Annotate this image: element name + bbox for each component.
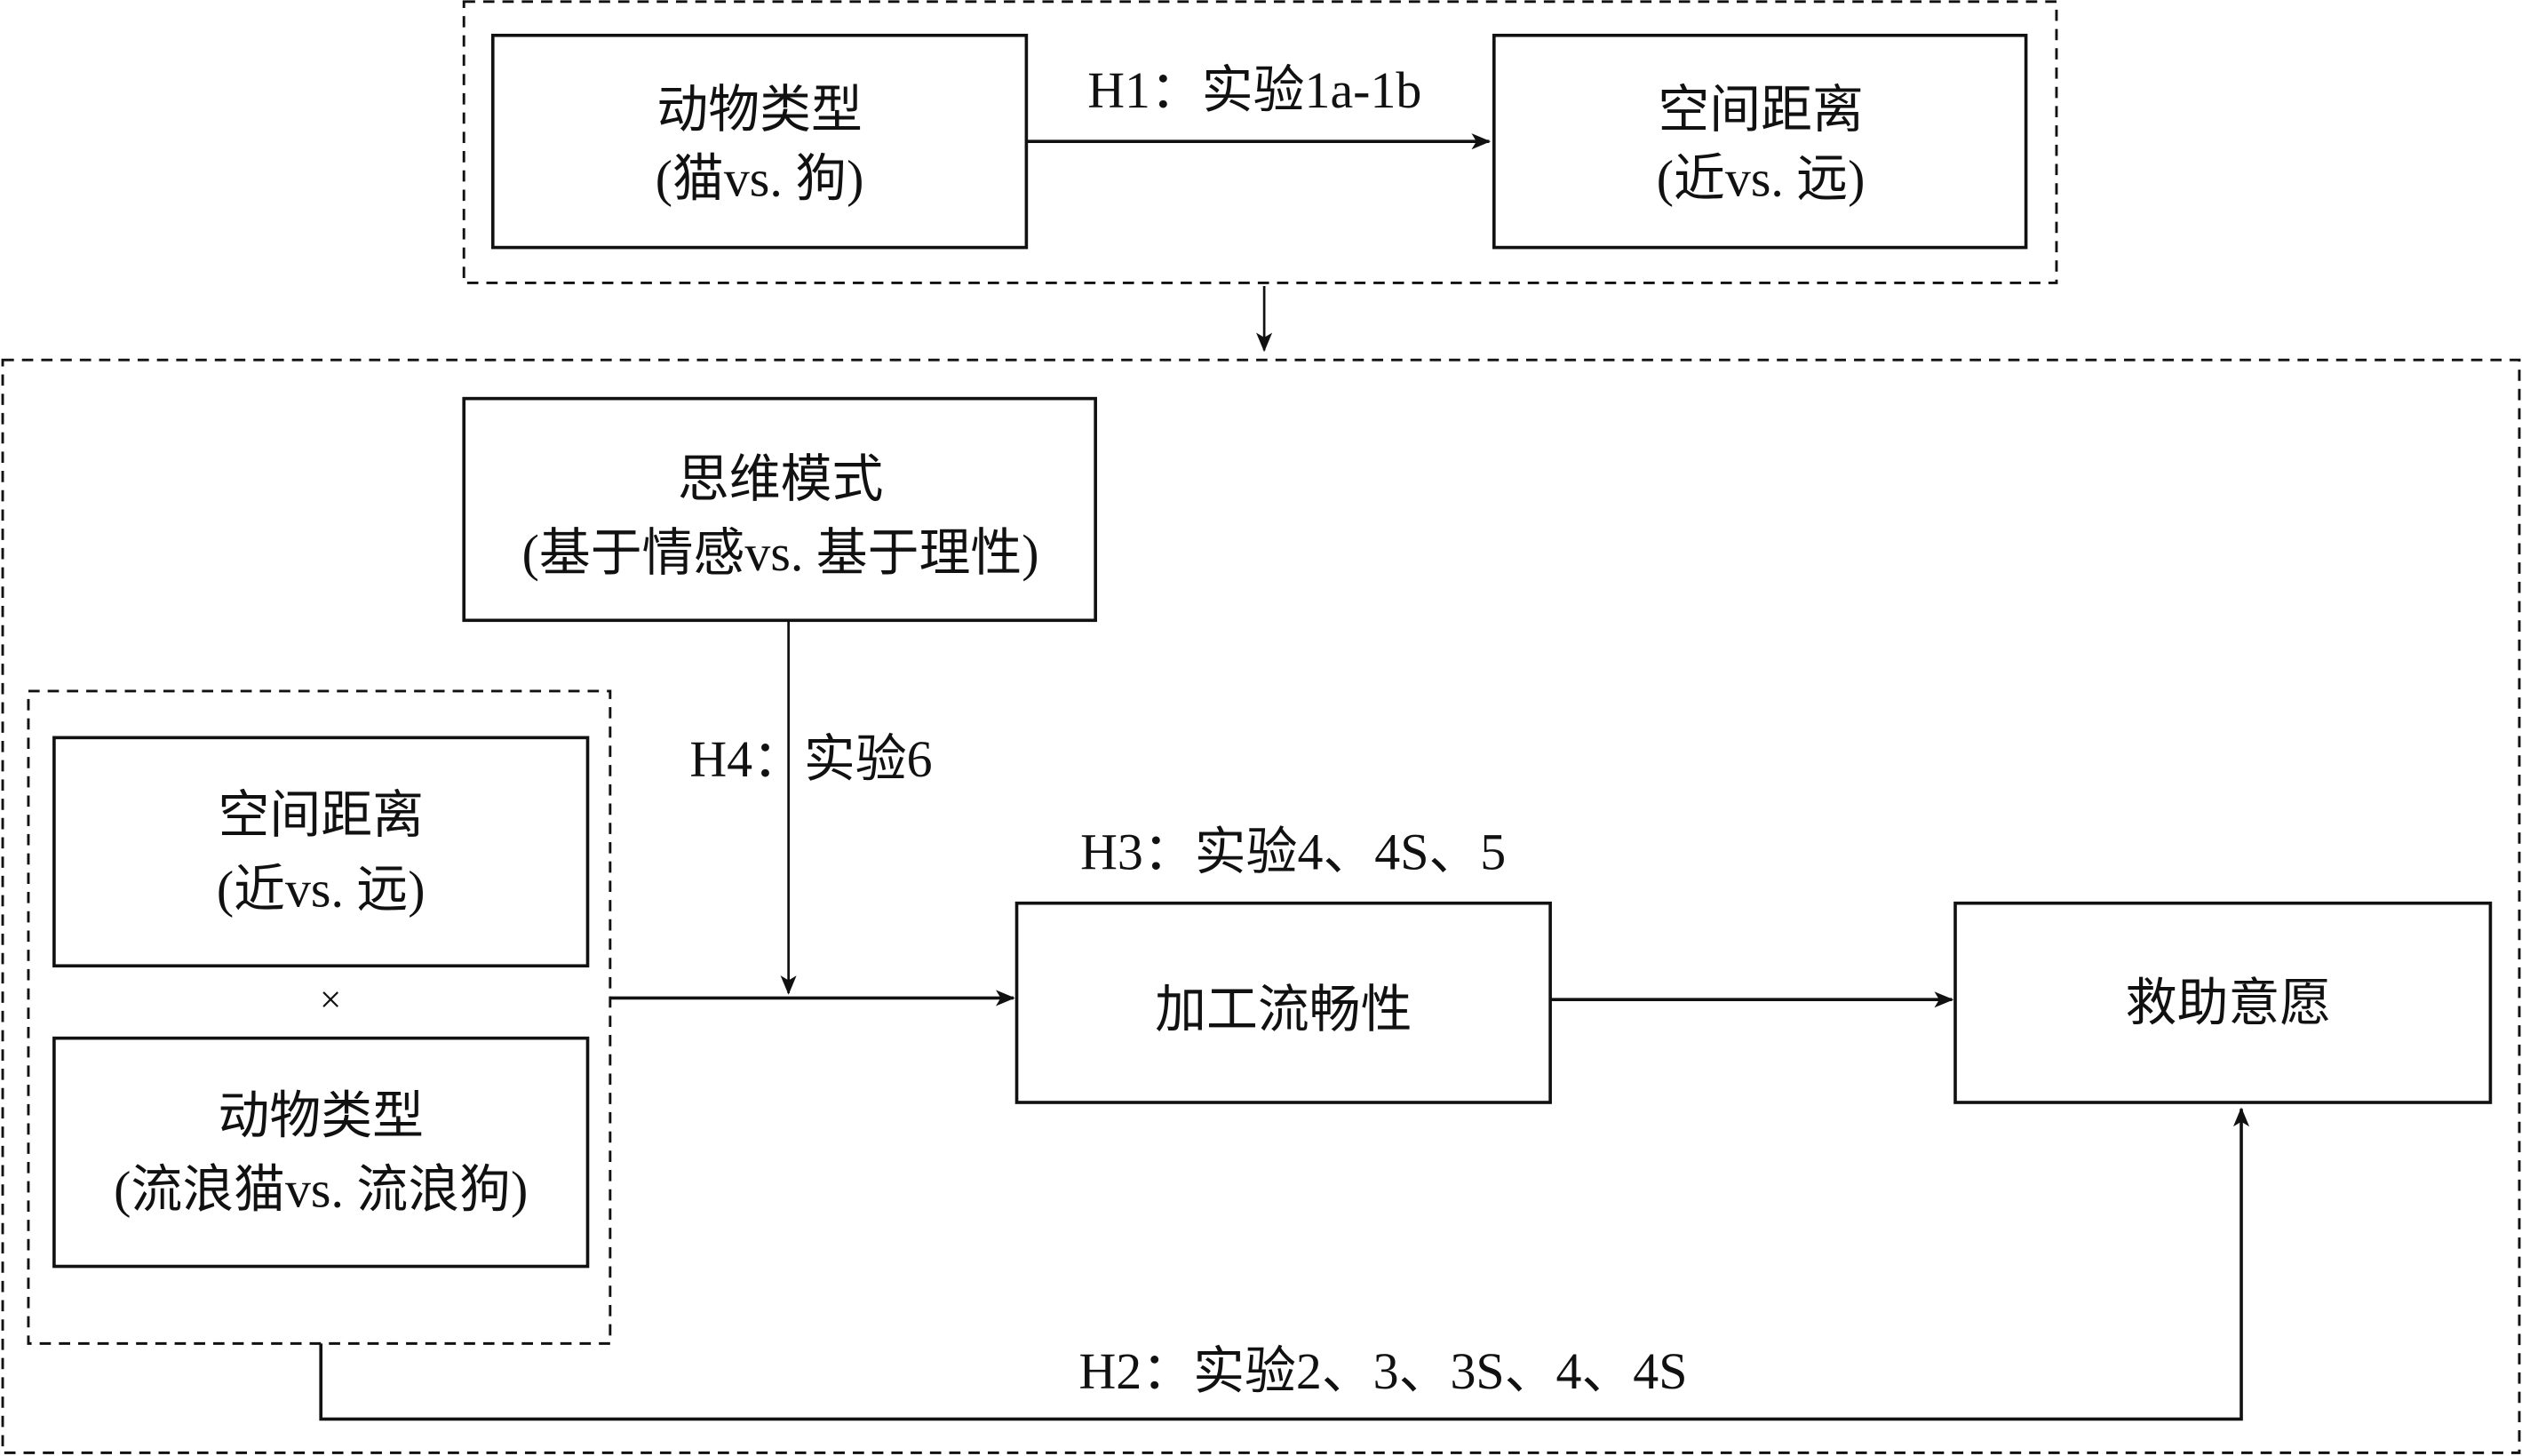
label-h4: H4：实验6	[689, 730, 932, 788]
box-title: 动物类型	[656, 81, 863, 139]
box-subtitle: (近vs. 远)	[1657, 150, 1866, 208]
box-subtitle: (流浪猫vs. 流浪狗)	[114, 1161, 528, 1219]
box-processing-fluency: 加工流畅性	[1014, 901, 1552, 1104]
box-title: 救助意愿	[2126, 975, 2332, 1032]
interaction-times-symbol: ×	[320, 979, 341, 1022]
label-h3: H3：实验4、4S、5	[1080, 823, 1506, 881]
box-title: 空间距离	[218, 786, 423, 844]
arrow-h2-direct	[319, 1107, 2250, 1421]
top-group-frame	[462, 0, 2058, 284]
box-title: 思维模式	[678, 450, 884, 508]
box-thinking-mode: 思维模式 (基于情感vs. 基于理性)	[462, 396, 1097, 623]
box-top-spatial-distance: 空间距离 (近vs. 远)	[1492, 33, 2028, 250]
box-subtitle: (近vs. 远)	[217, 860, 426, 918]
box-subtitle: (基于情感vs. 基于理性)	[522, 524, 1039, 582]
box-subtitle: (猫vs. 狗)	[656, 150, 864, 208]
box-title: 空间距离	[1658, 81, 1864, 139]
label-h1: H1：实验1a-1b	[1087, 61, 1421, 119]
box-left-spatial-distance: 空间距离 (近vs. 远)	[52, 736, 590, 968]
box-top-animal-type: 动物类型 (猫vs. 狗)	[490, 33, 1029, 250]
label-h2: H2：实验2、3、3S、4、4S	[1079, 1342, 1688, 1400]
box-title: 加工流畅性	[1155, 981, 1412, 1038]
box-rescue-intention: 救助意愿	[1953, 901, 2493, 1104]
box-title: 动物类型	[218, 1086, 423, 1144]
box-left-animal-type: 动物类型 (流浪猫vs. 流浪狗)	[52, 1036, 590, 1269]
main-group-frame	[1, 358, 2521, 1454]
